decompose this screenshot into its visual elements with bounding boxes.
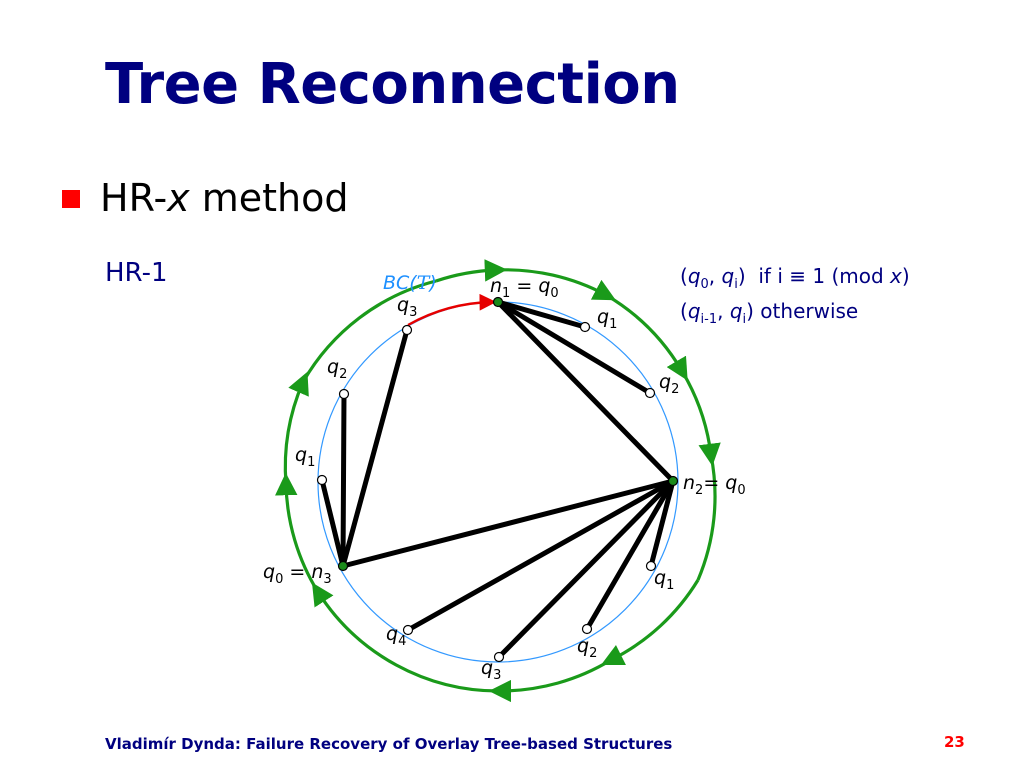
node xyxy=(493,651,505,663)
label-q-bot-4: q4 xyxy=(386,623,406,649)
formula-cond: otherwise xyxy=(753,299,859,323)
node xyxy=(316,474,328,486)
node xyxy=(401,324,413,336)
label-q-top-1: q1 xyxy=(597,306,617,332)
base-circle xyxy=(317,301,679,663)
bullet-prefix: HR- xyxy=(100,176,168,220)
nodes xyxy=(316,296,679,663)
formula-var: x xyxy=(890,264,902,288)
node xyxy=(338,388,350,400)
label-q-bot-2: q2 xyxy=(577,635,597,661)
formula-sub: i xyxy=(742,312,747,327)
edge xyxy=(340,478,676,569)
formula-q: q xyxy=(687,299,701,323)
green-arc xyxy=(275,472,320,593)
node xyxy=(644,387,656,399)
edge xyxy=(584,478,676,632)
green-arc xyxy=(680,370,721,467)
edge xyxy=(495,299,676,484)
formula-q: q xyxy=(729,299,743,323)
formula-end: ) xyxy=(901,264,910,288)
circle-label: BC(T) xyxy=(383,272,437,294)
node-root xyxy=(492,296,504,308)
green-arc xyxy=(311,582,501,693)
label-q-top-2: q2 xyxy=(659,371,679,397)
formula-sub: 0 xyxy=(700,277,709,292)
label-n2: n2= q0 xyxy=(683,472,746,498)
formula-block: (q0, qi) if i ≡ 1 (mod x) (qi-1, qi) oth… xyxy=(680,263,910,333)
edge xyxy=(495,299,653,396)
node xyxy=(579,321,591,333)
label-n1: n1 = q0 xyxy=(490,275,559,301)
label-q-left-2: q2 xyxy=(327,356,347,382)
tree-edges xyxy=(319,299,676,660)
label-q-left-3: q3 xyxy=(397,294,417,320)
label-q-bot-1: q1 xyxy=(654,567,674,593)
node xyxy=(581,623,593,635)
square-bullet-icon xyxy=(62,190,80,208)
node xyxy=(645,560,657,572)
green-arc xyxy=(488,658,612,703)
formula-sub: i-1 xyxy=(700,312,718,327)
bullet-item: HR-x method xyxy=(62,176,348,220)
red-arc xyxy=(407,293,497,327)
node-root xyxy=(667,475,679,487)
green-arc xyxy=(495,268,616,301)
edge xyxy=(648,478,676,569)
edge xyxy=(340,391,347,569)
green-arc xyxy=(696,454,717,581)
formula-line-2: (qi-1, qi) otherwise xyxy=(680,299,859,327)
green-arc xyxy=(600,579,700,666)
page-number: 23 xyxy=(944,733,965,751)
subheading: HR-1 xyxy=(105,258,168,288)
outer-arrow-arcs xyxy=(275,259,721,703)
formula-sub: i xyxy=(734,277,738,292)
bullet-suffix: method xyxy=(189,176,349,220)
footer-text: Vladimír Dynda: Failure Recovery of Over… xyxy=(105,735,673,753)
edge xyxy=(340,327,410,569)
bullet-text: HR-x method xyxy=(100,176,348,220)
formula-cond: if i ≡ 1 (mod xyxy=(745,264,891,288)
label-n3: q0 = n3 xyxy=(263,561,332,587)
slide-title: Tree Reconnection xyxy=(105,52,680,117)
label-q-bot-3: q3 xyxy=(481,657,501,683)
green-arc xyxy=(605,293,688,381)
edge xyxy=(319,477,346,569)
node-root xyxy=(337,560,349,572)
formula-q: q xyxy=(687,264,701,288)
formula-line-1: (q0, qi) if i ≡ 1 (mod x) xyxy=(680,264,910,292)
green-arc xyxy=(301,279,437,383)
node xyxy=(402,624,414,636)
label-q-left-1: q1 xyxy=(295,444,315,470)
green-arc xyxy=(283,371,309,485)
formula-q: q xyxy=(721,264,735,288)
edge xyxy=(495,299,588,330)
edge xyxy=(496,478,676,660)
edge xyxy=(405,478,676,633)
green-arc xyxy=(435,259,508,283)
bullet-var: x xyxy=(167,176,190,220)
